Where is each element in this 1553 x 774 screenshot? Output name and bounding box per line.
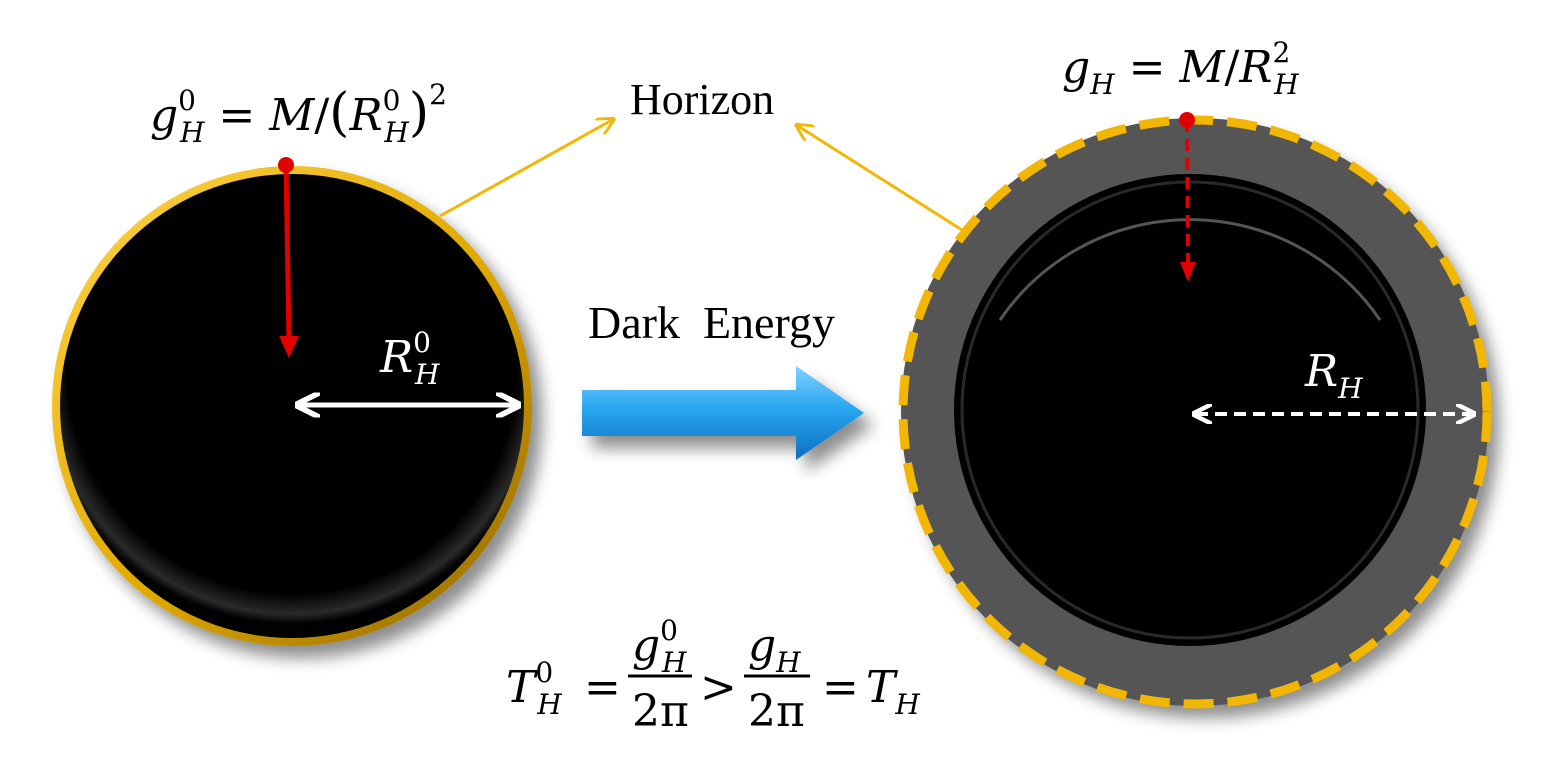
- expanded-radius-label: RH: [1304, 346, 1363, 405]
- horizon-label: Horizon: [630, 75, 774, 124]
- expanded-black-hole-interior: [954, 174, 1426, 646]
- fraction2-denominator: 2π: [748, 686, 805, 737]
- initial-black-hole-interior: [60, 174, 524, 638]
- expanded-surface-gravity-arrow: [1179, 112, 1196, 282]
- horizon-pointer-right: [798, 126, 963, 232]
- interior-highlight: [998, 218, 1382, 321]
- fraction1-denominator: 2π: [632, 686, 689, 737]
- fraction2-numerator: gH: [748, 620, 801, 679]
- temperature-eq1: =: [584, 662, 621, 713]
- temperature-eq2: =: [822, 662, 859, 713]
- temperature-greater-than: >: [700, 662, 737, 713]
- dark-energy-arrow: [582, 366, 864, 460]
- initial-black-hole: [52, 166, 532, 646]
- horizon-pointer-left: [439, 120, 612, 218]
- initial-surface-gravity-arrow: [278, 157, 299, 358]
- expanded-black-hole: [898, 115, 1492, 709]
- temperature-final: TH: [866, 662, 920, 721]
- dark-energy-label: Dark Energy: [588, 297, 835, 348]
